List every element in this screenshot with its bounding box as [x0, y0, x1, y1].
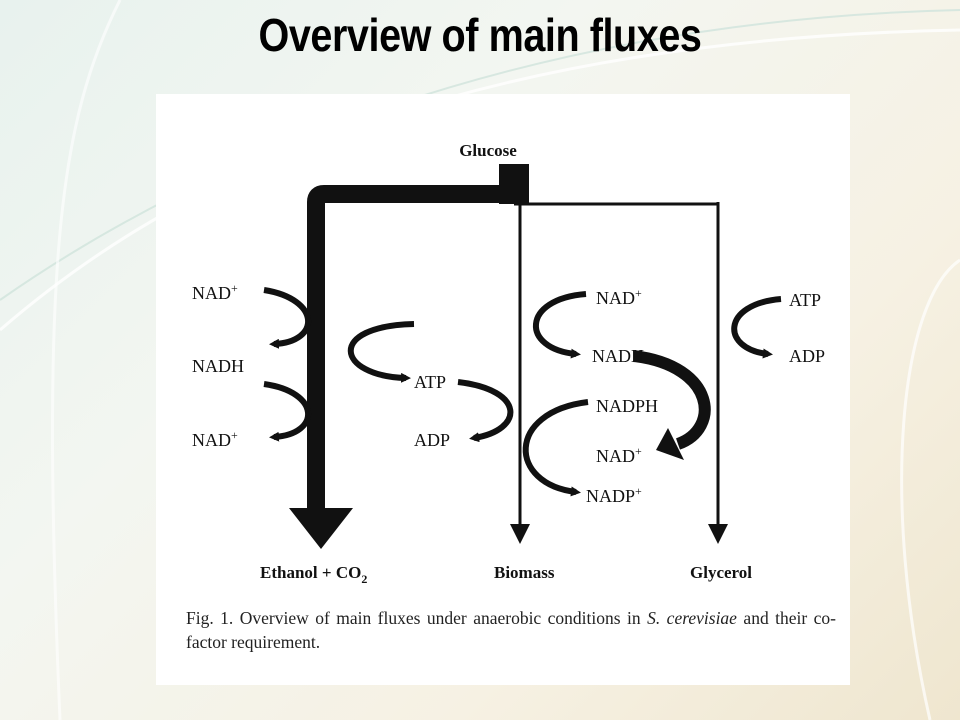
- glycerol-product-label: Glycerol: [690, 563, 752, 582]
- gly-atp-to-adp-curve: [731, 296, 782, 359]
- bio-nadp-label: NADP+: [586, 484, 642, 506]
- nad-to-nadh-curve: [263, 287, 312, 349]
- bio-nadph-label: NADPH: [596, 396, 658, 416]
- nadh-to-nad-curve: [263, 381, 312, 442]
- mid-atp-label: ATP: [414, 372, 446, 392]
- flux-diagram: Glucose NAD+ NADH NAD+: [192, 141, 825, 586]
- biomass-product-label: Biomass: [494, 563, 555, 582]
- nadh-to-nad-arrowhead: [656, 428, 684, 460]
- ethanol-nad-bottom-label: NAD+: [192, 428, 238, 450]
- gly-atp-label: ATP: [789, 290, 821, 310]
- glucose-label: Glucose: [459, 141, 517, 160]
- atp-generation-curve: [347, 321, 415, 383]
- bio-nad-label: NAD+: [596, 286, 642, 308]
- bio-nadh-label: NADH: [592, 346, 644, 366]
- ethanol-nad-top-label: NAD+: [192, 281, 238, 303]
- gly-adp-label: ADP: [789, 346, 825, 366]
- ethanol-arrowhead: [289, 508, 353, 549]
- nadh-to-nad-curve-right: [633, 350, 711, 450]
- biomass-arrowhead: [510, 524, 530, 544]
- bio-nad-lower-label: NAD+: [596, 444, 642, 466]
- atp-to-adp-curve: [457, 379, 514, 443]
- nadph-to-nadp-curve: [522, 399, 589, 497]
- ethanol-nadh-label: NADH: [192, 356, 244, 376]
- mid-adp-label: ADP: [414, 430, 450, 450]
- figure-panel: Glucose NAD+ NADH NAD+: [156, 94, 850, 685]
- figure-caption: Fig. 1. Overview of main fluxes under an…: [186, 608, 837, 652]
- ethanol-product-label: Ethanol + CO2: [260, 563, 367, 586]
- ethanol-flux-line: [307, 185, 514, 512]
- bio-nad-to-nadh-curve: [533, 291, 587, 359]
- slide-title: Overview of main fluxes: [258, 9, 702, 61]
- glycerol-arrowhead: [708, 524, 728, 544]
